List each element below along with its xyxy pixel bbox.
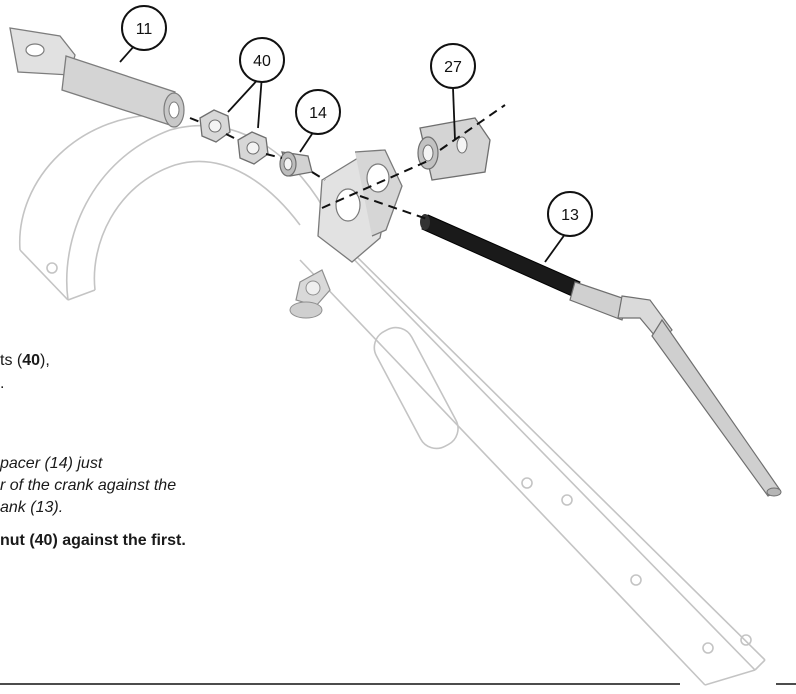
part-13-crank [420, 214, 782, 497]
callout-11-label: 11 [136, 21, 153, 38]
instruction-line-1: ts (40), [0, 352, 50, 369]
callout-14: 14 [295, 89, 341, 135]
callout-11: 11 [121, 5, 167, 51]
bar-bolt [289, 269, 331, 319]
instruction-bold-line: nut (40) against the first. [0, 532, 186, 549]
callout-27-label: 27 [444, 59, 462, 76]
alignment-lines [189, 104, 506, 221]
part-11-clevis-rod [9, 27, 185, 128]
instruction-line-2: . [0, 375, 5, 392]
part-40-nut-2 [237, 131, 269, 165]
note-line-2: r of the crank against the [0, 477, 177, 494]
part-14-spacer [279, 151, 313, 177]
callout-27: 27 [430, 43, 476, 89]
callout-13-label: 13 [561, 207, 579, 224]
part-27-block [417, 117, 491, 181]
slotted-bar [299, 239, 766, 686]
clevis-bracket [317, 149, 403, 263]
callout-40-label: 40 [253, 53, 271, 70]
note-line-1: pacer (14) just [0, 455, 103, 472]
note-line-3: ank (13). [0, 499, 64, 516]
callout-40: 40 [239, 37, 285, 83]
frame-arm [19, 114, 331, 301]
callout-13: 13 [547, 191, 593, 237]
part-40-nut-1 [199, 109, 231, 143]
callout-14-label: 14 [309, 105, 327, 122]
